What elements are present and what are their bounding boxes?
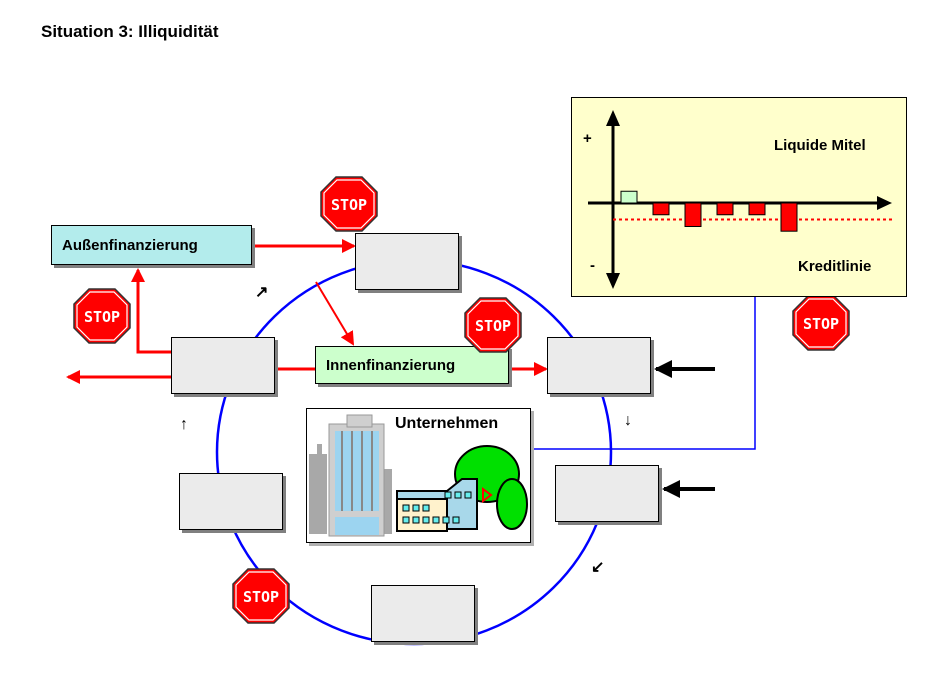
cycle-box-left-upper[interactable] (171, 337, 275, 394)
stop-sign-icon: STOP (464, 297, 522, 353)
stop-sign-icon: STOP (792, 295, 850, 351)
y-positive-label: + (583, 130, 592, 147)
cycle-box-bottom[interactable] (371, 585, 475, 642)
stop-sign-icon: STOP (73, 288, 131, 344)
bar-6 (780, 202, 798, 232)
chart-annotation-kreditlinie: Kreditlinie (798, 258, 872, 275)
x-axis-arrow (877, 196, 892, 210)
cycle-box-left-lower[interactable] (179, 473, 283, 530)
bar-1 (620, 190, 638, 204)
page-title: Situation 3: Illiquidität (41, 22, 219, 41)
y-axis-arrow-up (606, 110, 620, 126)
company-box: Unternehmen (306, 408, 531, 543)
ring-to-innen-arrow (315, 281, 355, 346)
stop-sign-text: STOP (475, 317, 511, 335)
liquidity-chart (588, 110, 892, 289)
arrow-sw-icon: ↙ (591, 559, 605, 576)
bar-4 (716, 202, 734, 216)
stop-sign-text: STOP (803, 315, 839, 333)
stop-sign-text: STOP (84, 308, 120, 326)
liquidity-chart-panel: Liquide Mitel Kreditlinie + - (571, 97, 907, 297)
y-negative-label: - (590, 257, 595, 274)
stop-sign-icon: STOP (320, 176, 378, 232)
stop-sign-text: STOP (243, 588, 279, 606)
bar-5 (748, 202, 766, 216)
cycle-box-top[interactable] (355, 233, 459, 290)
aussenfinanzierung-label: Außenfinanzierung (62, 236, 198, 254)
company-label: Unternehmen (395, 415, 499, 432)
stop-sign-icon: STOP (232, 568, 290, 624)
stop-sign-text: STOP (331, 196, 367, 214)
bar-2 (652, 202, 670, 216)
arrow-down-icon: ↓ (624, 412, 632, 429)
arrow-up-icon: ↑ (180, 416, 188, 433)
arrow-ne-icon: ↗ (255, 284, 269, 301)
y-axis-arrow-down (606, 273, 620, 289)
cycle-box-right-lower[interactable] (555, 465, 659, 522)
left-box-to-aussen-arrow (131, 268, 172, 354)
company-buildings-icon (309, 414, 528, 537)
chart-title: Liquide Mitel (774, 137, 866, 154)
innenfinanzierung-box: Innenfinanzierung (315, 346, 509, 384)
cycle-box-right-upper[interactable] (547, 337, 651, 394)
innenfinanzierung-label: Innenfinanzierung (326, 356, 456, 374)
aussenfinanzierung-box: Außenfinanzierung (51, 225, 252, 265)
bar-3 (684, 202, 702, 227)
company-to-chart-connector (516, 288, 756, 450)
